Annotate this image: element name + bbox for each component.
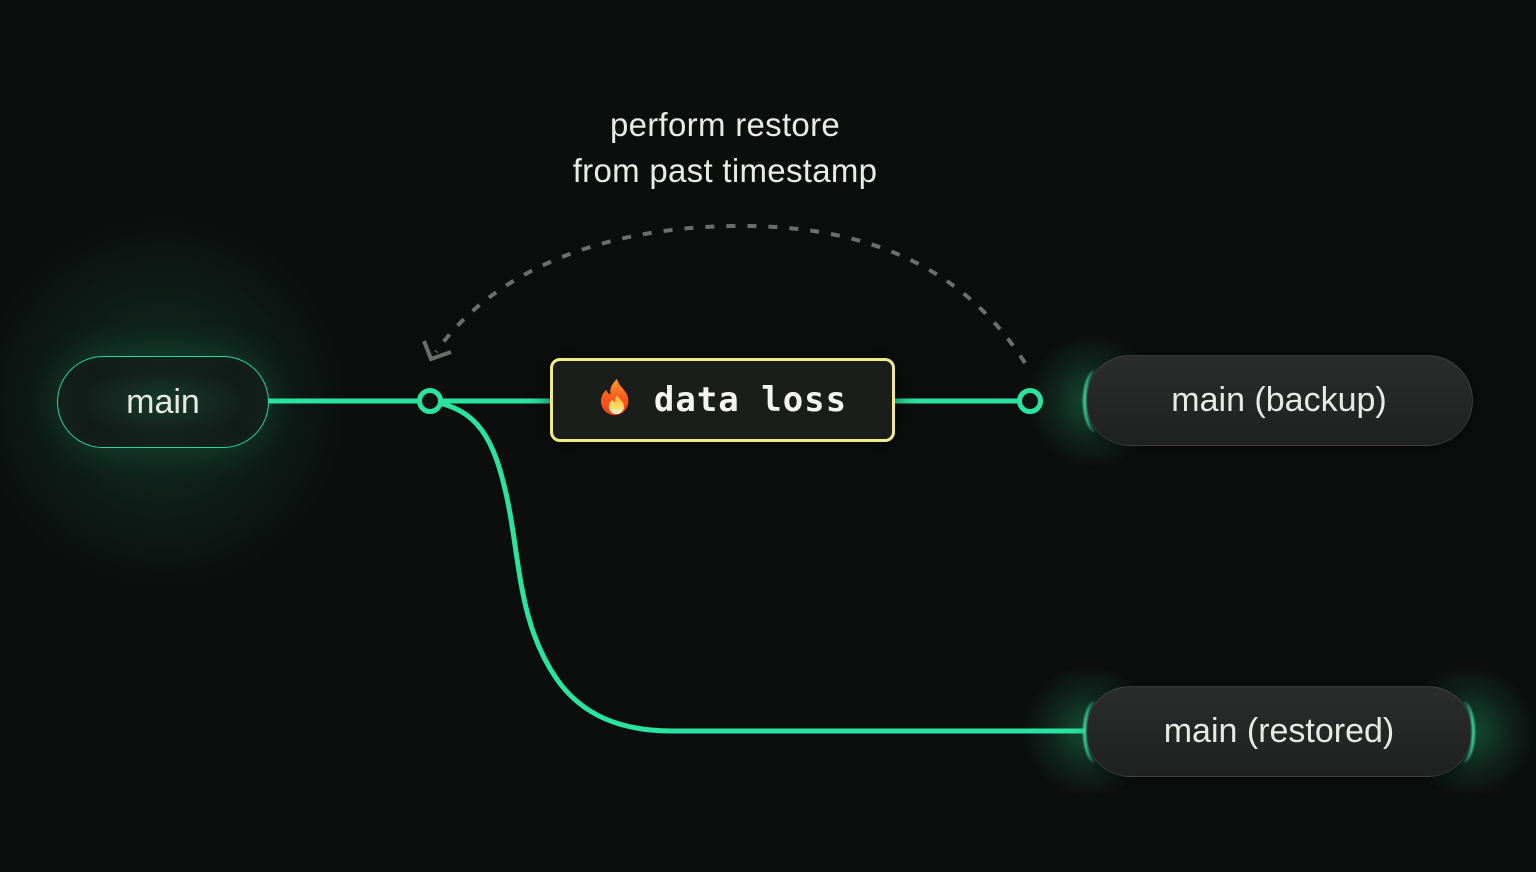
fire-icon	[600, 379, 629, 416]
annotation-line-2: from past timestamp	[572, 152, 878, 189]
node-main-restored: main (restored)	[1083, 686, 1475, 777]
data-loss-label: data loss	[653, 380, 848, 420]
restore-arc	[434, 223, 1027, 365]
restore-annotation: perform restore from past timestamp	[573, 102, 878, 194]
annotation-line-1: perform restore	[609, 106, 841, 143]
restored-branch-line	[427, 398, 1089, 734]
commit-dot-right	[1017, 388, 1043, 414]
node-main-label: main	[126, 382, 200, 421]
node-main: main	[57, 356, 269, 448]
node-backup-label: main (backup)	[1171, 381, 1387, 419]
commit-dot-left	[417, 388, 443, 414]
node-main-backup: main (backup)	[1083, 355, 1473, 446]
data-loss-event-box: data loss	[550, 358, 895, 442]
node-restored-label: main (restored)	[1163, 712, 1395, 750]
arrowhead-icon	[422, 340, 452, 362]
